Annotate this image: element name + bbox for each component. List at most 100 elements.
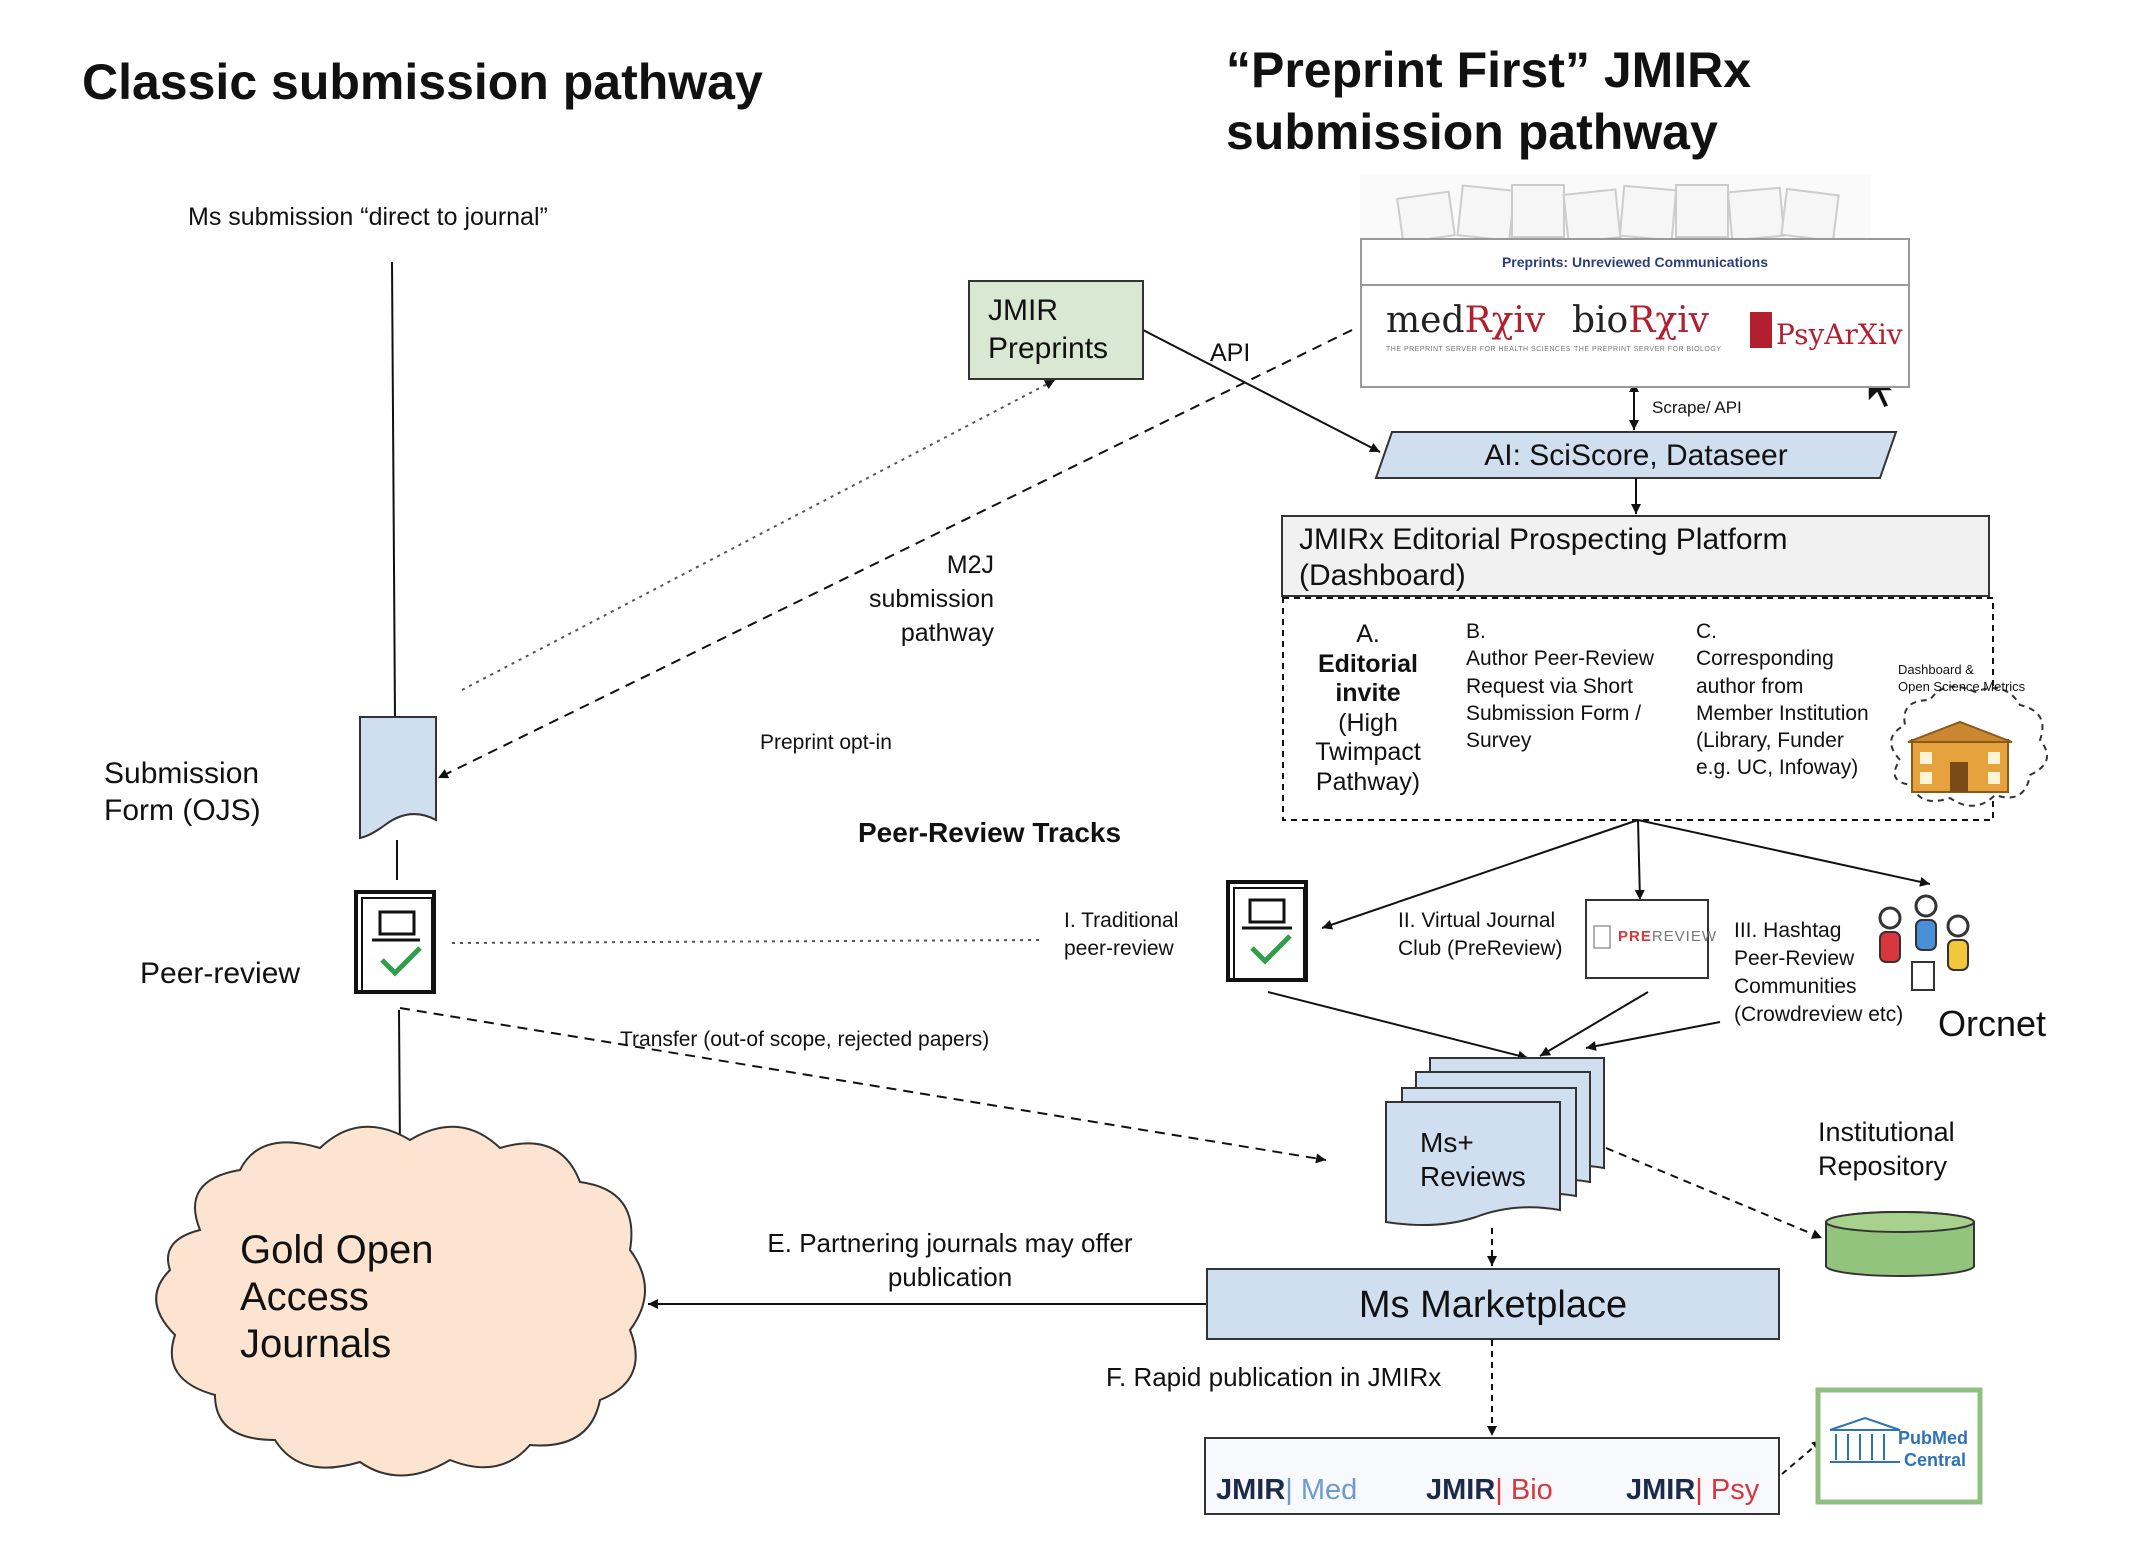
option-b: B. Author Peer-Review Request via Short … — [1466, 618, 1654, 754]
institutional-repository-cylinder — [1825, 1211, 1975, 1277]
jmirx-bio-logo: JMIR| Bio — [1426, 1474, 1553, 1507]
jmirx-psy-jmir: JMIR — [1626, 1474, 1696, 1506]
peer-review-to-gold-arrow — [394, 1009, 405, 1153]
m2j-label-1: M2J — [946, 551, 994, 579]
track3-label-1: III. Hashtag — [1734, 919, 1842, 942]
option-c-letter: C. — [1696, 620, 1717, 643]
biorxiv-logo: bioRχiv — [1572, 300, 1709, 341]
preprint-title-line2: submission pathway — [1226, 104, 1718, 160]
platform-to-track3-arrow — [1637, 819, 1931, 887]
dashboard-cloud — [1890, 685, 2049, 807]
preprint-thumbnails — [1360, 175, 1870, 244]
medrxiv-logo-b: Rχiv — [1464, 300, 1546, 341]
option-b-line-3: Submission Form / — [1466, 701, 1642, 725]
gold-oa-cloud — [155, 1125, 646, 1477]
gold-oa-label-3: Journals — [240, 1322, 392, 1366]
option-a-letter: A. — [1356, 620, 1380, 648]
track3-label-3: Communities — [1734, 975, 1857, 998]
rapid-pub-label: F. Rapid publication in JMIRx — [1106, 1362, 1442, 1392]
option-b-letter: B. — [1466, 620, 1486, 643]
m2j-label-2: submission — [868, 585, 994, 613]
option-a: A. Editorial invite (High Twimpact Pathw… — [1300, 620, 1436, 797]
peer-review-label: Peer-review — [140, 957, 301, 990]
submission-form-label-2: Form (OJS) — [104, 794, 261, 827]
jmir-preprints-label-1: JMIR — [988, 294, 1058, 327]
pubmed-label-2: Central — [1904, 1450, 1967, 1470]
jmirx-to-pubmed-arrow — [1781, 1439, 1823, 1475]
track2-label-1: II. Virtual Journal — [1398, 909, 1556, 932]
track1-to-reviews-arrow — [1267, 991, 1529, 1061]
ms-reviews-stack — [1385, 1057, 1605, 1227]
preprint-title-line1: “Preprint First” JMIRx — [1226, 42, 1752, 98]
platform-to-track2-arrow — [1634, 819, 1645, 901]
pubmed-central-box — [1815, 1387, 1983, 1505]
option-a-rest-3: Pathway) — [1315, 767, 1421, 796]
pubmed-label-1: PubMed — [1898, 1428, 1968, 1448]
platform-box: JMIRx Editorial Prospecting Platform (Da… — [1281, 515, 1990, 597]
dashboard-metrics-label-2: Open Science Metrics — [1898, 679, 2026, 694]
inst-repo-label-2: Repository — [1818, 1151, 1948, 1181]
option-c-line-3: Member Institution — [1696, 701, 1869, 725]
orcnet-people-icon — [1878, 894, 1970, 991]
option-a-bold-2: invite — [1335, 679, 1401, 707]
biorxiv-logo-b: Rχiv — [1628, 300, 1710, 341]
medrxiv-logo: medRχiv — [1386, 300, 1545, 341]
track2-to-reviews-arrow — [1539, 991, 1649, 1057]
ms-reviews-label-1: Ms+ — [1420, 1127, 1474, 1158]
submission-form-label-1: Submission — [104, 757, 260, 790]
prereview-logo-box — [1585, 899, 1709, 979]
psyarxiv-mark-icon — [1750, 312, 1772, 348]
track2-label-2: Club (PreReview) — [1398, 937, 1563, 960]
option-c-line-4: (Library, Funder — [1696, 729, 1844, 753]
reviews-to-repo-arrow — [1605, 1147, 1823, 1239]
ai-box-shape — [1374, 431, 1898, 479]
psyarxiv-logo: PsyArXiv — [1776, 318, 1903, 351]
peer-review-icon — [354, 890, 436, 994]
jmir-preprints-label-2: Preprints — [988, 332, 1109, 365]
marketplace-box: Ms Marketplace — [1206, 1268, 1780, 1340]
peer-review-to-traditional-dotted — [451, 939, 1041, 944]
jmirx-psy-sub: | Psy — [1695, 1474, 1760, 1506]
platform-label-1: JMIRx Editorial Prospecting Platform — [1299, 523, 1788, 556]
option-b-line-2: Request via Short — [1466, 674, 1633, 698]
jmirx-med-sub: | Med — [1285, 1474, 1358, 1506]
platform-label-2: (Dashboard) — [1299, 559, 1466, 592]
preprint-optin-label: Preprint opt-in — [760, 731, 892, 754]
option-c: C. Corresponding author from Member Inst… — [1696, 618, 1869, 782]
jmirx-bio-jmir: JMIR — [1426, 1474, 1496, 1506]
inst-repo-label-1: Institutional — [1818, 1117, 1955, 1147]
submission-form-shape — [359, 716, 437, 840]
biorxiv-logo-a: bio — [1572, 300, 1629, 341]
option-c-line-2: author from — [1696, 674, 1804, 698]
marketplace-label: Ms Marketplace — [1358, 1284, 1628, 1326]
jmirx-journals-bar — [1204, 1437, 1780, 1515]
prereview-logo-a: PRE — [1618, 928, 1652, 945]
biorxiv-subtitle: THE PREPRINT SERVER FOR BIOLOGY — [1574, 346, 1722, 353]
option-b-line-1: Author Peer-Review — [1466, 647, 1654, 671]
scrape-api-label: Scrape/ API — [1652, 398, 1742, 417]
jmirx-med-jmir: JMIR — [1216, 1474, 1286, 1506]
medrxiv-logo-a: med — [1386, 300, 1465, 341]
prereview-logo-b: REVIEW — [1651, 928, 1718, 945]
partnering-label-2: publication — [887, 1262, 1013, 1292]
jmir-preprints-box: JMIR Preprints — [968, 280, 1144, 380]
option-a-bold-1: Editorial — [1317, 649, 1418, 678]
orcnet-label: Orcnet — [1938, 1003, 2047, 1044]
partnering-label-1: E. Partnering journals may offer — [767, 1228, 1133, 1258]
transfer-label: Transfer (out-of scope, rejected papers) — [620, 1028, 990, 1051]
gold-oa-label-1: Gold Open — [240, 1228, 434, 1272]
api-label: API — [1210, 339, 1251, 367]
preprint-servers-header: Preprints: Unreviewed Communications — [1362, 240, 1908, 286]
classic-submission-line — [391, 261, 396, 721]
option-c-line-5: e.g. UC, Infoway) — [1696, 756, 1859, 780]
jmirx-psy-logo: JMIR| Psy — [1626, 1474, 1759, 1507]
dashboard-metrics-label-1: Dashboard & — [1898, 662, 1974, 677]
ai-label: AI: SciScore, Dataseer — [1484, 439, 1788, 472]
traditional-review-icon — [1226, 880, 1308, 982]
prereview-logo-text: PREREVIEW — [1618, 928, 1717, 946]
track3-label-4: (Crowdreview etc) — [1734, 1003, 1904, 1026]
track3-to-reviews-arrow — [1585, 1021, 1721, 1052]
ms-submission-label: Ms submission “direct to journal” — [188, 203, 548, 231]
option-b-line-4: Survey — [1466, 729, 1532, 753]
